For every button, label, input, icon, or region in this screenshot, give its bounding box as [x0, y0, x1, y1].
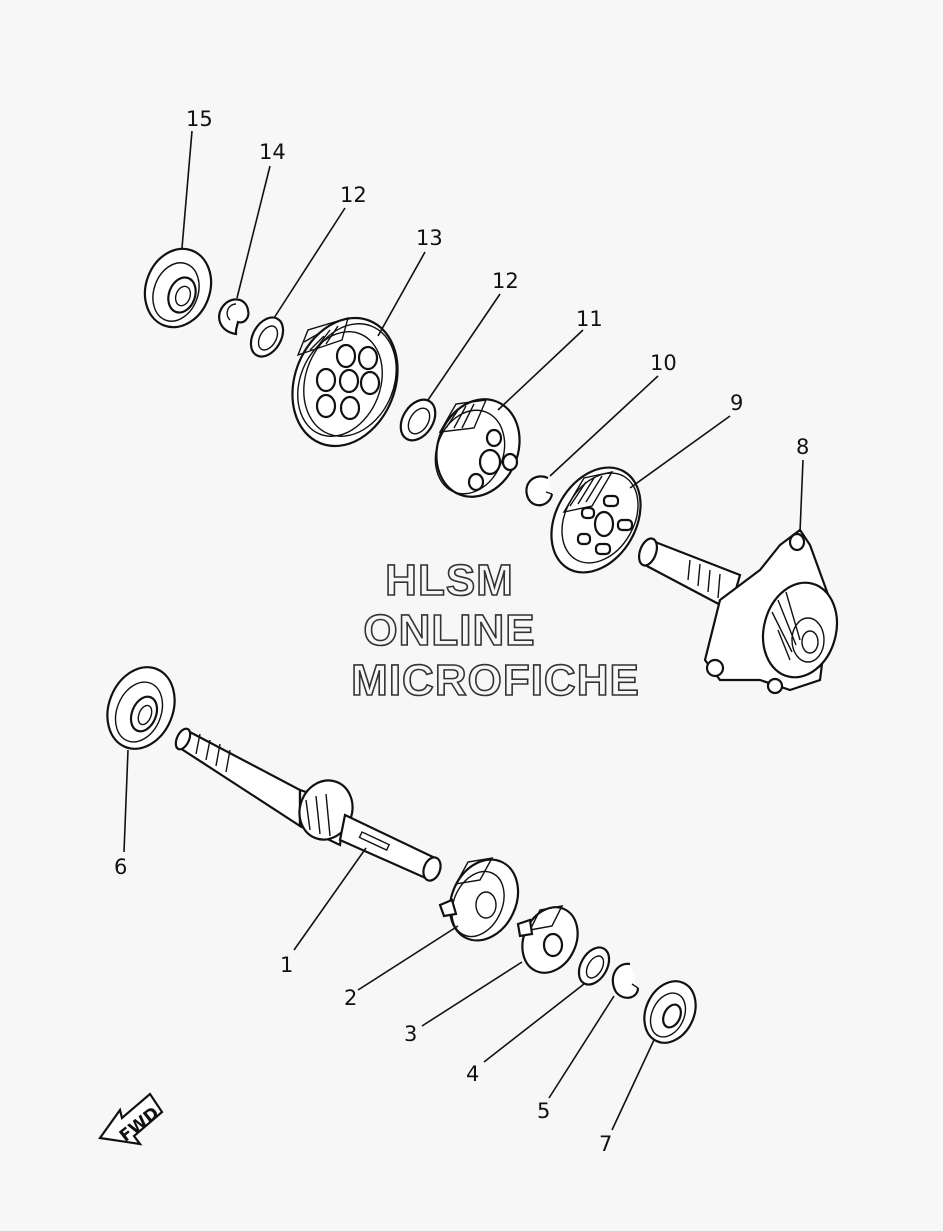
watermark-line-3: MICROFICHE [350, 655, 640, 706]
callout-1: 1 [280, 953, 293, 977]
callout-15: 15 [186, 107, 213, 131]
callout-3: 3 [404, 1022, 417, 1046]
part-2-gear [438, 857, 520, 942]
part-12-washer-upper [249, 316, 285, 358]
callout-5: 5 [537, 1099, 550, 1123]
part-13-gear [291, 316, 399, 448]
callout-11: 11 [576, 307, 603, 331]
part-10-circlip [525, 475, 554, 507]
callout-12-upper: 12 [340, 183, 367, 207]
part-11-gear [434, 398, 521, 498]
part-12-washer-middle [399, 398, 437, 442]
callout-8: 8 [796, 435, 809, 459]
watermark-line-2: ONLINE [363, 605, 536, 656]
callout-2: 2 [344, 986, 357, 1010]
part-14-circlip [218, 298, 250, 336]
callout-4: 4 [466, 1062, 479, 1086]
callout-6: 6 [114, 855, 127, 879]
callout-13: 13 [416, 226, 443, 250]
part-8-shaft-assembly [637, 528, 839, 695]
callout-9: 9 [730, 391, 743, 415]
callout-14: 14 [259, 140, 286, 164]
part-1-main-shaft [174, 727, 442, 882]
watermark-line-1: HLSM [384, 555, 514, 606]
callout-10: 10 [650, 351, 677, 375]
part-15-bearing [143, 247, 213, 329]
part-6-bearing [106, 666, 176, 750]
callout-numbers: 15 14 12 13 12 11 10 9 8 6 1 2 3 4 5 7 [114, 107, 809, 1156]
part-3-gear [516, 905, 579, 974]
fwd-arrow-icon: FWD [98, 1092, 164, 1146]
part-9-gear [550, 466, 642, 574]
part-7-bearing [643, 980, 697, 1044]
callout-7: 7 [599, 1132, 612, 1156]
part-5-circlip [611, 962, 640, 999]
leader-lines [123, 130, 804, 1131]
callout-12-middle: 12 [492, 269, 519, 293]
part-4-washer [577, 946, 611, 986]
